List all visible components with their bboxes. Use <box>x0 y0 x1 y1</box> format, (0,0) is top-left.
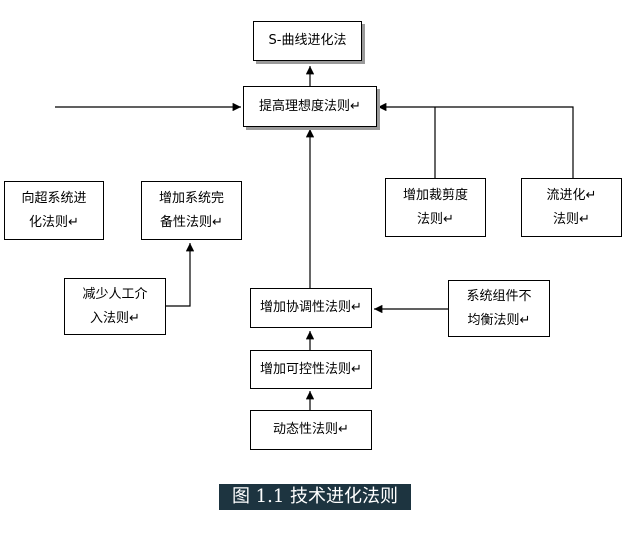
node-flow: 流进化↵ 法则↵ <box>521 178 622 237</box>
node-dynamism: 动态性法则↵ <box>250 410 372 450</box>
node-controllability: 增加可控性法则↵ <box>250 350 372 389</box>
line-flow-up <box>435 106 574 180</box>
node-subsystem-uneven: 向超系统进 化法则↵ <box>4 181 104 240</box>
node-completeness: 增加系统完 备性法则↵ <box>141 181 242 240</box>
node-dynamics-tailoring: 增加裁剪度 法则↵ <box>385 178 486 237</box>
line-reduce-human <box>166 262 191 307</box>
node-s-curve: S-曲线进化法 <box>253 21 362 61</box>
node-coordination: 增加协调性法则↵ <box>250 288 372 328</box>
node-subsystem-unbalanced: 系统组件不 均衡法则↵ <box>448 280 550 337</box>
figure-caption: 图 1.1 技术进化法则 <box>219 484 411 510</box>
node-ideality: 提高理想度法则↵ <box>243 86 377 127</box>
node-reduce-human: 减少人工介 入法则↵ <box>64 278 166 335</box>
